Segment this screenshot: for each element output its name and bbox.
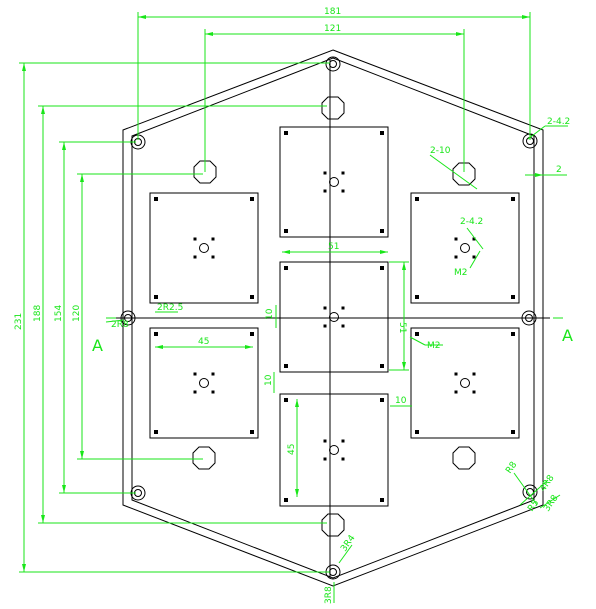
boss-bottom (321, 513, 345, 537)
dim-top-inner: 121 (324, 24, 341, 34)
pad-bottom-center (279, 393, 389, 507)
corner-hole-mid-left (120, 310, 136, 326)
pad-upper-left (149, 192, 259, 304)
dim-hole-right-top: 2-4.2 (547, 117, 570, 127)
plate-inner-edge (131, 57, 535, 579)
boss-top (321, 96, 345, 120)
dim-left-overall: 231 (14, 313, 24, 330)
dim-left-r: 2R8 (111, 320, 129, 330)
boss-lower-right (452, 446, 476, 470)
plate-outer-edge (122, 49, 544, 587)
pad-top-center (279, 126, 389, 238)
boss-upper-left (193, 160, 217, 184)
pad-center (279, 261, 389, 373)
dim-gap-3: 10 (395, 396, 407, 406)
bosses (192, 96, 476, 537)
square-pads (149, 126, 520, 507)
dim-top-overall: 181 (324, 7, 341, 17)
dim-left-pad-width: 45 (198, 337, 209, 347)
pad-upper-right (410, 192, 520, 304)
dimension-labels: 181 121 231 188 154 120 51 51 45 45 10 1… (14, 7, 570, 604)
dim-bottom-r: 3R4 (339, 533, 358, 553)
corner-hole-mid-right (521, 310, 537, 326)
dim-hole-right-pad: 2-4.2 (460, 217, 483, 227)
dim-br-r3: R5 (526, 498, 541, 514)
dim-bottom-pad-height: 45 (287, 444, 297, 455)
dim-center-height: 51 (397, 322, 407, 333)
section-markers: A A (92, 317, 573, 355)
pad-lower-right (410, 327, 520, 439)
dim-bottom-small: 3R8 (324, 586, 334, 604)
dim-thread-2: M2 (427, 341, 441, 351)
dim-center-width: 51 (328, 242, 339, 252)
dim-edge-offset: 2 (556, 165, 562, 175)
dim-left-120: 120 (72, 305, 82, 322)
section-label-left: A (92, 336, 103, 355)
dim-gap-2: 10 (264, 374, 274, 386)
dim-gap-1: 10 (265, 308, 275, 320)
corner-hole-top (325, 56, 341, 72)
section-label-right: A (562, 326, 573, 345)
boss-upper-right (452, 162, 476, 186)
dim-br-r2: 4R8 (538, 473, 557, 493)
dim-thread-1: M2 (454, 268, 468, 278)
plate-outline (116, 49, 550, 587)
boss-lower-left (192, 446, 216, 470)
dim-left-188: 188 (33, 305, 43, 322)
dim-left-154: 154 (54, 305, 64, 322)
dimension-lines (19, 12, 568, 603)
dim-left-r2: 2R2.5 (157, 303, 183, 313)
dim-boss-dia: 2-10 (430, 146, 451, 156)
dim-br-r1: R8 (504, 460, 519, 476)
pad-lower-left (149, 327, 259, 439)
